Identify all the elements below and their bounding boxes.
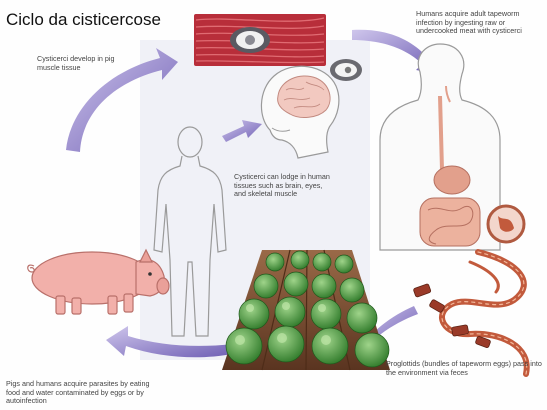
caption-human-tissues: Cysticerci can lodge in human tissues su… <box>234 173 330 199</box>
human-torso-digestive <box>380 44 524 250</box>
stomach <box>434 166 470 194</box>
caption-proglottids: Proglottids (bundles of tapeworm eggs) p… <box>386 360 544 377</box>
intestine-cross-section <box>488 206 524 242</box>
caption-pigs-humans-acquire: Pigs and humans acquire parasites by eat… <box>6 380 156 406</box>
caption-pig-muscle-tissue: Cysticerci develop in pig muscle tissue <box>37 55 121 72</box>
eye-with-cyst <box>330 59 362 81</box>
caption-humans-acquire: Humans acquire adult tapeworm infection … <box>416 10 544 36</box>
diagram-title: Ciclo da cisticercose <box>6 10 161 30</box>
intestines <box>420 198 480 246</box>
proglottid-segments <box>413 284 491 349</box>
adult-tapeworm <box>442 252 527 374</box>
cysticercus-cyst <box>230 27 270 53</box>
esophagus <box>440 96 442 170</box>
pig-muscle-tissue <box>194 14 326 66</box>
brain <box>278 76 330 117</box>
